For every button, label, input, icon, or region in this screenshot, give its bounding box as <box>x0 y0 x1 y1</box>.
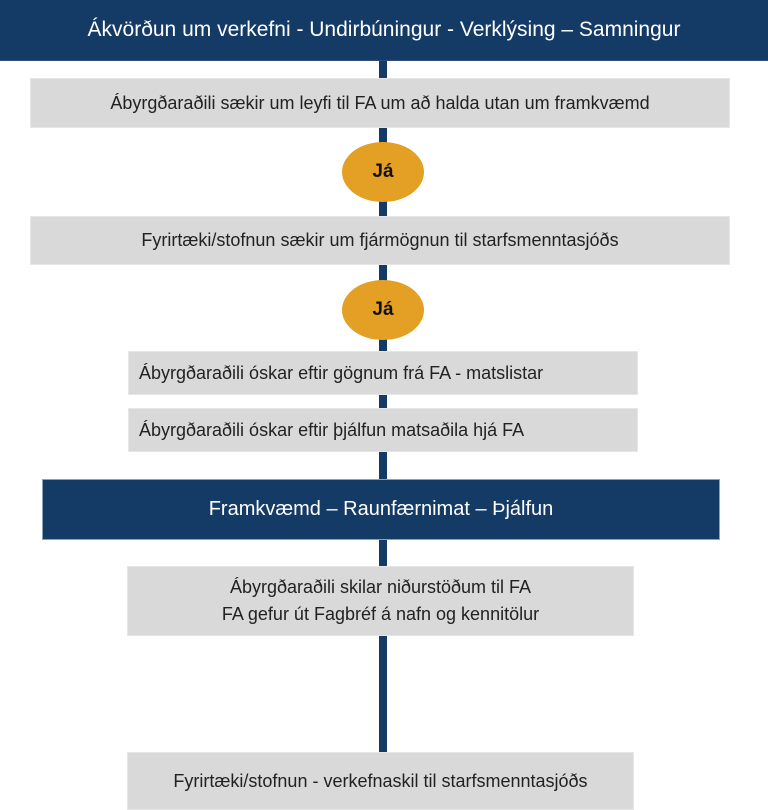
step-results: Ábyrgðaraðili skilar niðurstöðum til FA … <box>127 566 634 636</box>
decision-yes-1: Já <box>342 142 424 202</box>
header-banner: Ákvörðun um verkefni - Undirbúningur - V… <box>0 0 768 61</box>
step-text: Fyrirtæki/stofnun - verkefnaskil til sta… <box>173 770 588 791</box>
phase-execution-banner: Framkvæmd – Raunfærnimat – Þjálfun <box>42 479 720 540</box>
step-request-materials: Ábyrgðaraðili óskar eftir gögnum frá FA … <box>128 351 638 395</box>
step-text: Ábyrgðaraðili óskar eftir þjálfun matsað… <box>139 419 525 440</box>
decision-yes-2: Já <box>342 280 424 340</box>
decision-label: Já <box>372 161 394 182</box>
step-text: Ábyrgðaraðili óskar eftir gögnum frá FA … <box>139 362 544 383</box>
results-line-1: Ábyrgðaraðili skilar niðurstöðum til FA <box>229 577 532 597</box>
step-final-submission: Fyrirtæki/stofnun - verkefnaskil til sta… <box>127 752 634 810</box>
header-title: Ákvörðun um verkefni - Undirbúningur - V… <box>87 18 681 41</box>
step-apply-permission: Ábyrgðaraðili sækir um leyfi til FA um a… <box>30 78 730 128</box>
step-request-training: Ábyrgðaraðili óskar eftir þjálfun matsað… <box>128 408 638 452</box>
phase-title: Framkvæmd – Raunfærnimat – Þjálfun <box>208 498 554 520</box>
results-line-2: FA gefur út Fagbréf á nafn og kennitölur <box>221 604 540 624</box>
step-text: Fyrirtæki/stofnun sækir um fjármögnun ti… <box>141 230 619 250</box>
decision-label: Já <box>372 299 394 320</box>
step-apply-funding: Fyrirtæki/stofnun sækir um fjármögnun ti… <box>30 216 730 265</box>
step-text: Ábyrgðaraðili sækir um leyfi til FA um a… <box>110 92 650 113</box>
